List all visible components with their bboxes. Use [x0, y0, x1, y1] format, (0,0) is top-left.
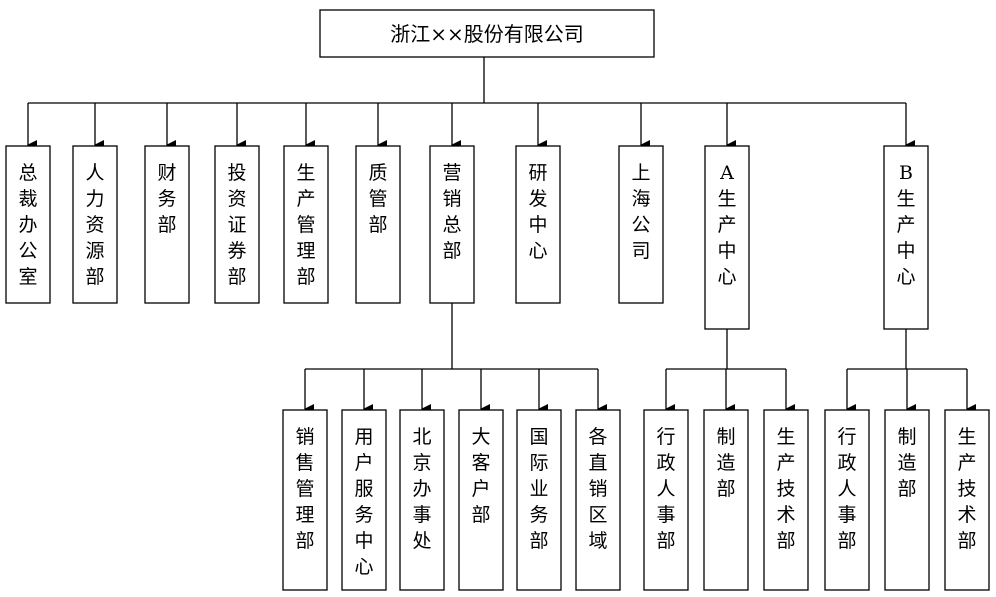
dept-box-d1: [5, 145, 51, 304]
root-box: [319, 9, 655, 58]
dept-box-d10: [704, 145, 750, 330]
sub-node-s7: 行政人事部: [643, 409, 689, 591]
sub-node-s11: 制造部: [884, 409, 930, 591]
dept-d7-label: 营销总部: [442, 162, 461, 262]
sub-s8-label: 制造部: [716, 426, 735, 500]
dept-box-d9: [618, 145, 664, 304]
sub-node-s9: 生产技术部: [763, 409, 809, 591]
sub-box-s4: [458, 409, 504, 591]
sub-s1-label: 销售管理部: [295, 426, 314, 552]
sub-box-s11: [884, 409, 930, 591]
sub-box-s1: [282, 409, 328, 591]
dept-box-d7: [429, 145, 475, 304]
dept-node-d3: 财务部: [144, 145, 190, 304]
sub-node-s8: 制造部: [703, 409, 749, 591]
dept-box-d2: [72, 145, 118, 304]
dept-box-d3: [144, 145, 190, 304]
sub-s10-label: 行政人事部: [837, 426, 856, 552]
sub-box-s8: [703, 409, 749, 591]
sub-box-s7: [643, 409, 689, 591]
connectors: [27, 57, 976, 414]
sub-node-s4: 大客户部: [458, 409, 504, 591]
root-label: 浙江××股份有限公司: [390, 22, 584, 46]
sub-node-s5: 国际业务部: [516, 409, 562, 591]
dept-d6-label: 质管部: [368, 162, 387, 236]
dept-box-d4: [214, 145, 260, 304]
sub-s12-label: 生产技术部: [957, 426, 976, 552]
dept-node-d2: 人力资源部: [72, 145, 118, 304]
dept-node-d8: 研发中心: [515, 145, 561, 304]
dept-d4-label: 投资证券部: [227, 162, 246, 288]
sub-node-s3: 北京办事处: [399, 409, 445, 591]
dept-box-d6: [355, 145, 401, 304]
sub-node-s1: 销售管理部: [282, 409, 328, 591]
dept-node-d1: 总裁办公室: [5, 145, 51, 304]
dept-d3-label: 财务部: [157, 162, 176, 236]
dept-d1-label: 总裁办公室: [18, 162, 37, 288]
sub-box-s12: [944, 409, 990, 591]
sub-s4-label: 大客户部: [471, 426, 490, 526]
sub-node-s12: 生产技术部: [944, 409, 990, 591]
dept-d5-label: 生产管理部: [296, 162, 315, 288]
sub-s7-label: 行政人事部: [656, 426, 675, 552]
sub-box-s3: [399, 409, 445, 591]
sub-box-s10: [824, 409, 870, 591]
dept-node-d4: 投资证券部: [214, 145, 260, 304]
sub-s2-label: 用户服务中心: [354, 426, 373, 578]
sub-s5-label: 国际业务部: [529, 426, 548, 552]
dept-node-d6: 质管部: [355, 145, 401, 304]
sub-box-s2: [341, 409, 387, 591]
sub-node-s6: 各直销区域: [575, 409, 621, 591]
sub-s3-label: 北京办事处: [412, 426, 431, 552]
sub-node-s2: 用户服务中心: [341, 409, 387, 591]
dept-d2-label: 人力资源部: [85, 162, 104, 288]
dept-d8-label: 研发中心: [528, 162, 547, 262]
dept-d9-label: 上海公司: [631, 162, 650, 262]
dept-box-d11: [883, 145, 929, 330]
dept-node-d5: 生产管理部: [283, 145, 329, 304]
sub-node-s10: 行政人事部: [824, 409, 870, 591]
sub-s11-label: 制造部: [897, 426, 916, 500]
root-node: 浙江××股份有限公司: [319, 9, 655, 58]
dept-node-d9: 上海公司: [618, 145, 664, 304]
sub-s6-label: 各直销区域: [588, 426, 607, 552]
sub-s9-label: 生产技术部: [776, 426, 795, 552]
sub-box-s5: [516, 409, 562, 591]
dept-node-d7: 营销总部: [429, 145, 475, 304]
dept-box-d5: [283, 145, 329, 304]
sub-box-s6: [575, 409, 621, 591]
dept-box-d8: [515, 145, 561, 304]
sub-box-s9: [763, 409, 809, 591]
